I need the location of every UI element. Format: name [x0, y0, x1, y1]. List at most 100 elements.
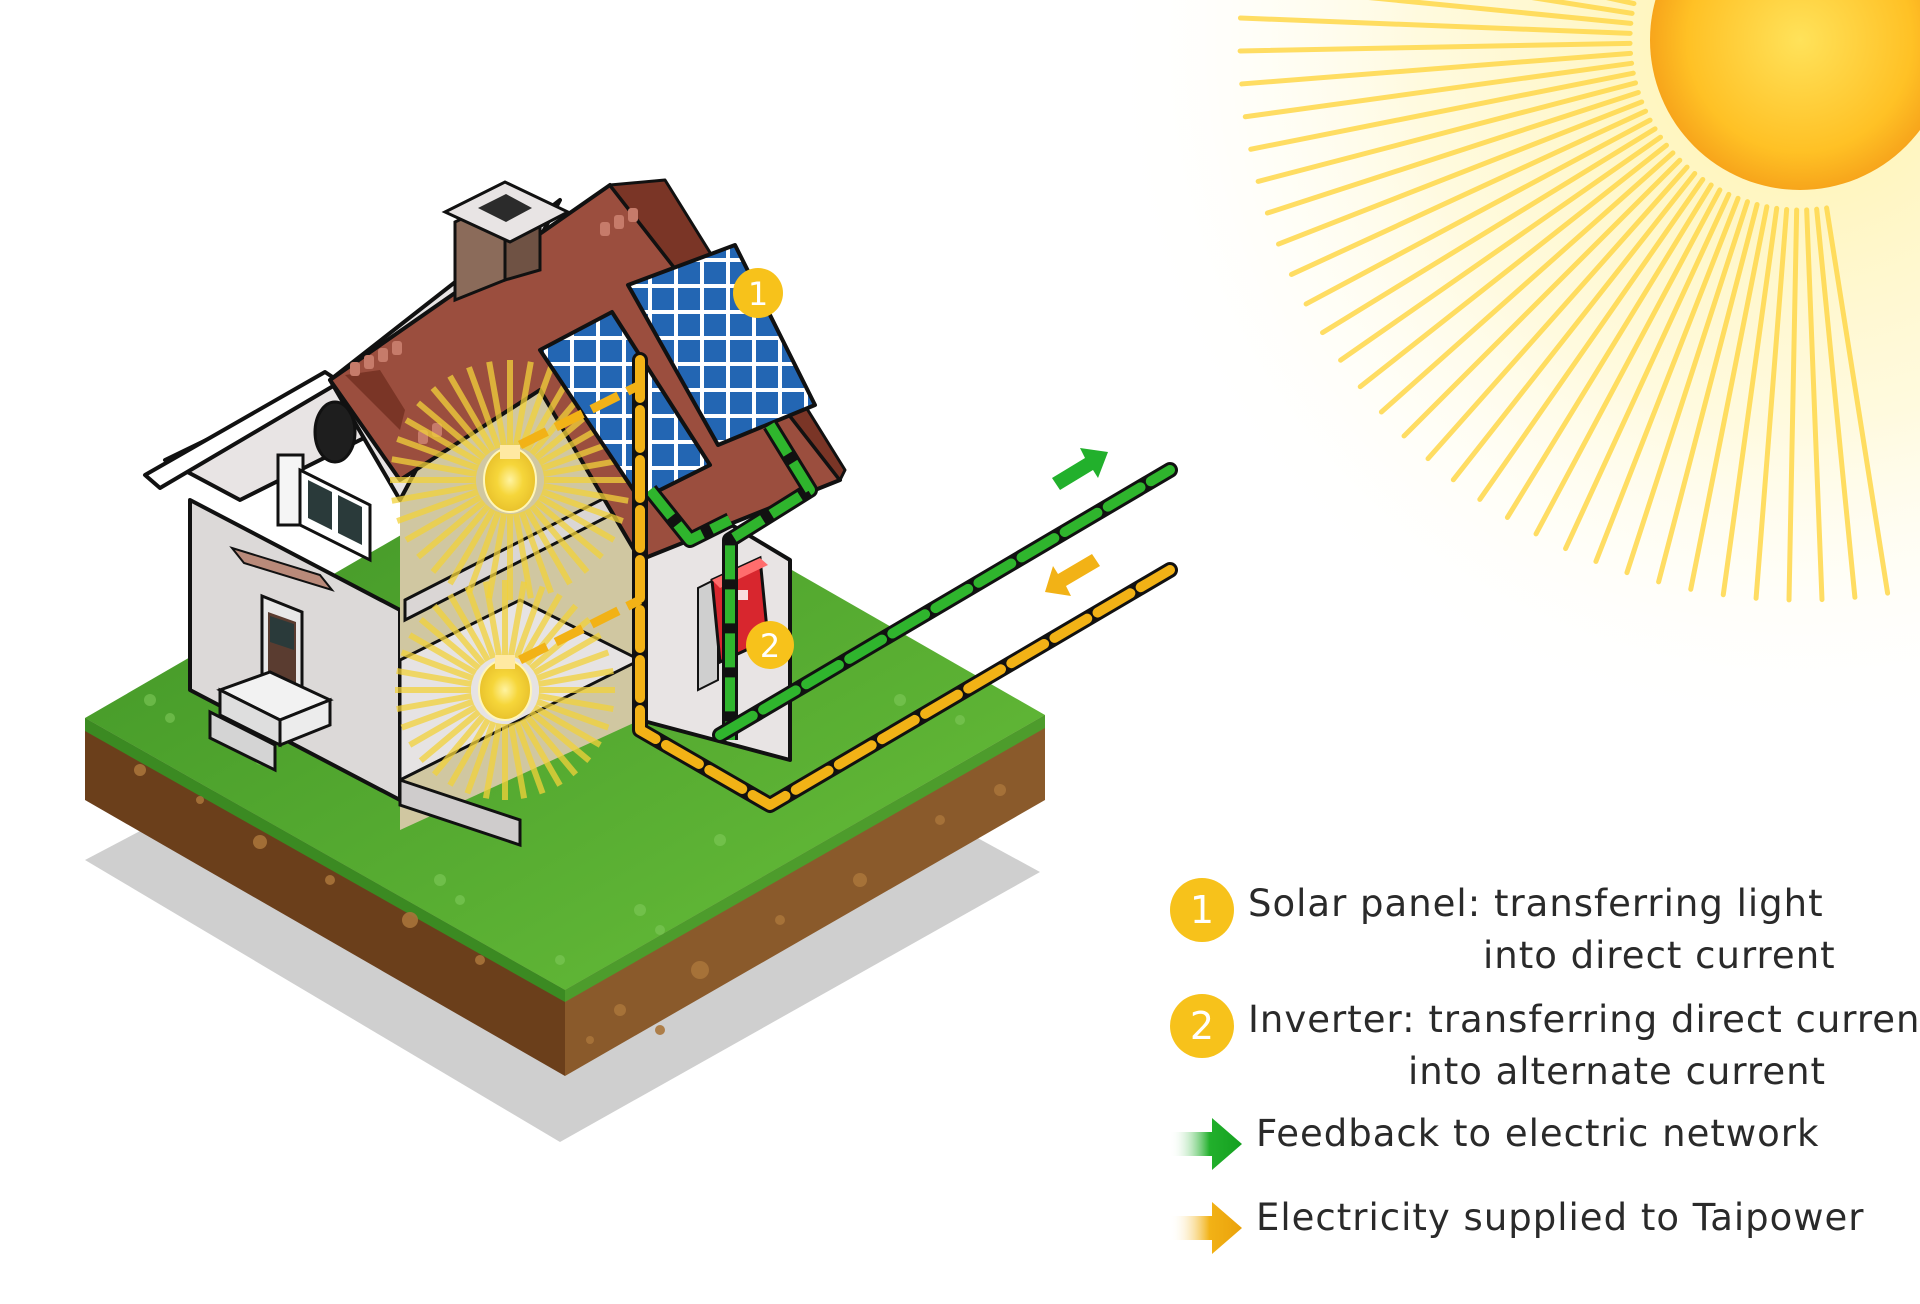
solar-panel-callout: 1	[733, 268, 783, 318]
light-ray	[400, 649, 475, 682]
light-ray	[524, 507, 573, 586]
light-ray	[447, 593, 491, 663]
legend-desc: Electricity supplied to Taipower	[1256, 1196, 1865, 1239]
light-ray	[518, 510, 554, 594]
legend-marker: 1	[1170, 878, 1234, 942]
light-ray	[430, 386, 491, 456]
lower-room-light	[395, 580, 615, 800]
orange-arrow-icon	[1170, 1202, 1242, 1254]
sun-ray	[1378, 150, 1676, 415]
solar-panels	[538, 243, 817, 502]
light-ray	[418, 616, 481, 671]
legend-desc: Feedback to electric network	[1256, 1112, 1820, 1155]
callout-number: 1	[748, 275, 768, 313]
light-ray	[464, 585, 497, 660]
sun-ray	[1264, 90, 1641, 216]
sun-ray	[1624, 199, 1750, 576]
light-ray	[529, 709, 592, 764]
sun-ray	[1401, 157, 1683, 439]
light-ray	[513, 585, 546, 660]
sun-ray	[1593, 195, 1741, 564]
legend-desc: transferring light	[1493, 882, 1824, 925]
sun-ray	[1242, 60, 1635, 120]
light-ray	[404, 494, 483, 543]
legend-marker: 2	[1170, 994, 1234, 1058]
sun-ray	[1753, 206, 1790, 601]
light-ray	[404, 417, 483, 466]
light-ray	[519, 593, 563, 663]
sun-ray	[1824, 205, 1891, 596]
light-ray	[416, 400, 486, 461]
sun-ray	[1688, 204, 1770, 592]
light-ray	[447, 717, 491, 787]
light-ray	[537, 667, 614, 688]
sun-ray	[1656, 201, 1760, 585]
legend-text: Inverter: transferring direct current in…	[1248, 994, 1920, 1098]
light-ray	[513, 720, 546, 795]
sun-ray	[1237, 40, 1633, 54]
light-ray	[540, 488, 624, 524]
light-ray	[416, 499, 486, 560]
sun-ray	[1563, 191, 1732, 552]
sun-ray	[1288, 108, 1649, 277]
light-ray	[507, 581, 528, 658]
light-ray	[408, 632, 478, 676]
legend: 1 Solar panel: transferring light into d…	[1170, 878, 1920, 1256]
legend-desc-cont: into alternate current	[1408, 1050, 1827, 1093]
light-ray	[512, 361, 534, 448]
light-ray	[418, 709, 481, 764]
legend-text: Solar panel: transferring light into dir…	[1248, 878, 1836, 982]
green-arrow-icon	[1052, 448, 1108, 490]
light-bulb-icon	[478, 655, 532, 721]
sun-ray	[1237, 15, 1633, 36]
sun-ray	[1320, 126, 1658, 336]
light-ray	[391, 456, 478, 478]
sun-ray	[1533, 187, 1723, 537]
sun-ray	[1477, 176, 1706, 502]
light-ray	[391, 482, 478, 504]
light-ray	[430, 504, 491, 574]
sun-ray	[1276, 99, 1645, 247]
light-ray	[396, 692, 473, 713]
orange-arrow-icon	[1045, 554, 1100, 596]
sun-ray	[1450, 171, 1698, 483]
legend-desc-cont: into direct current	[1483, 934, 1836, 977]
light-ray	[512, 512, 534, 599]
light-ray	[447, 507, 496, 586]
light-ray	[529, 504, 590, 574]
light-ray	[486, 512, 508, 599]
dc-wire	[643, 420, 818, 740]
sun-ray	[1248, 70, 1636, 152]
light-ray	[408, 704, 478, 748]
legend-item-solar-panel: 1 Solar panel: transferring light into d…	[1170, 878, 1910, 982]
light-ray	[537, 494, 616, 543]
sun-ray	[1338, 134, 1664, 363]
sun-icon	[1100, 0, 1920, 740]
sun-ray	[1368, 0, 1634, 26]
light-ray	[447, 374, 496, 453]
light-ray	[466, 510, 502, 594]
light-ray	[486, 361, 508, 448]
light-ray	[542, 482, 629, 504]
light-ray	[518, 366, 554, 450]
supply-wire	[517, 352, 1178, 813]
light-ray	[400, 698, 475, 731]
light-ray	[519, 717, 563, 787]
chimney	[441, 180, 572, 303]
sun-ray	[1303, 117, 1653, 307]
sun-ray	[1804, 207, 1825, 603]
legend-item-feedback: Feedback to electric network	[1170, 1108, 1910, 1172]
light-ray	[535, 698, 610, 731]
light-ray	[532, 704, 602, 748]
light-ray	[535, 649, 610, 682]
upper-room-light	[390, 360, 630, 600]
light-ray	[396, 488, 480, 524]
light-ray	[532, 632, 602, 676]
sun-ray	[1786, 207, 1800, 603]
light-ray	[466, 366, 502, 450]
sun-ray	[1255, 80, 1639, 184]
feedback-wire	[712, 462, 1178, 743]
legend-term: Solar panel:	[1248, 882, 1482, 925]
light-ray	[431, 603, 486, 666]
